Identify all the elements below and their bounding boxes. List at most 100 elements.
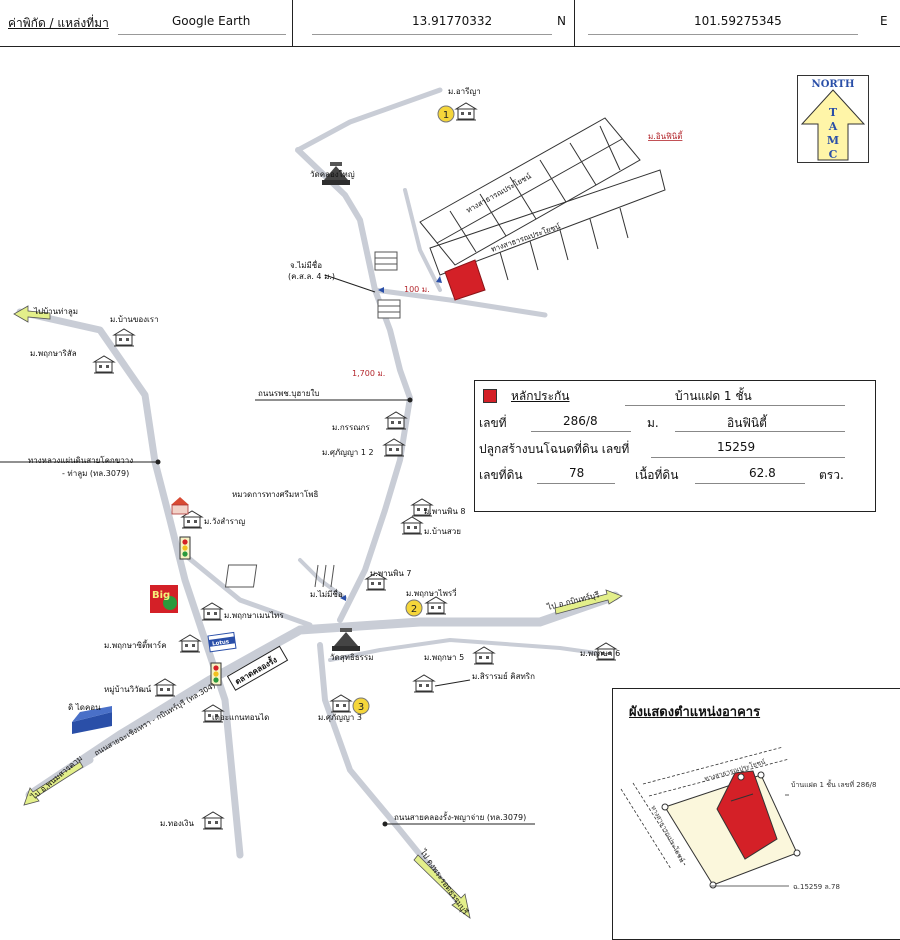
road-small-1 xyxy=(298,558,347,600)
info-underline xyxy=(625,405,845,406)
info-no-label: เลขที่ xyxy=(479,416,507,430)
collateral-info-box: หลักประกัน บ้านแฝด 1 ชั้น เลขที่ 286/8 ม… xyxy=(474,380,876,512)
label-home-pro: ดิ ไดคอน xyxy=(68,703,101,712)
label-m-village-wiwat: หมู่บ้านวิวัฒน์ xyxy=(104,684,152,695)
house-icon xyxy=(202,811,224,830)
inset-house-label: บ้านแฝด 1 ชั้น เลขที่ 286/8 xyxy=(791,778,876,789)
header-lat-dir: N xyxy=(557,14,566,28)
marker-1: 1 xyxy=(437,105,455,123)
road-hwy-connector xyxy=(182,552,313,628)
info-deed-value: 15259 xyxy=(717,440,756,454)
header-underline xyxy=(118,34,286,35)
info-area-value: 62.8 xyxy=(749,466,776,480)
label-hwy-3079: ทางหลวงแผ่นดินสายโคกขวาง xyxy=(28,455,133,465)
traffic-light-icon xyxy=(179,536,191,560)
north-compass: NORTH T A M C xyxy=(797,75,869,163)
inset-deed-label: ฉ.15259 ล.78 xyxy=(793,883,840,891)
compass-letter: T xyxy=(829,106,838,119)
marker-3-number: 3 xyxy=(358,702,364,713)
big-c-text: Big xyxy=(152,590,170,601)
header-underline xyxy=(312,34,552,35)
collateral-swatch xyxy=(483,389,497,403)
house-icon xyxy=(201,602,223,621)
label-m-ban-khong-rao: ม.บ้านของเรา xyxy=(110,315,159,324)
label-m-pruksa-ri: ม.พฤกษาริสัล xyxy=(30,349,77,358)
header-lon-dir: E xyxy=(880,14,888,28)
label-hwy-3079-sub: - ท่าลูม (ทล.3079) xyxy=(62,469,129,479)
road-main-304 xyxy=(25,591,620,800)
house-icon xyxy=(330,694,352,713)
label-m-thong-ngern: ม.ทองเงิน xyxy=(160,819,194,828)
info-title: หลักประกัน xyxy=(511,389,570,403)
label-to-ban-tha-lum: ไปบ้านท่าลูม xyxy=(33,307,78,317)
info-underline xyxy=(695,483,805,484)
collateral-plot xyxy=(444,259,486,301)
label-m-sirarom: ม.สิรารมย์ คิสทริก xyxy=(472,671,535,681)
header-cell-source: ค่าพิกัด / แหล่งที่มา Google Earth xyxy=(0,0,293,46)
north-arrow-icon: NORTH T A M C xyxy=(800,79,866,161)
label-m-wang-samran: ม.วังสำราญ xyxy=(204,517,245,526)
road-klong-rang xyxy=(317,642,468,913)
road-north-south xyxy=(295,147,413,623)
label-m-pruksa-6: ม.พฤกษา 6 xyxy=(580,649,620,658)
house-icon xyxy=(154,678,176,697)
label-m-suphanya-12: ม.ศุภัญญา 1 2 xyxy=(322,448,374,457)
label-junction: จ.ไม่มีชื่อ xyxy=(290,259,322,270)
road-left-highway xyxy=(16,308,244,859)
label-to-chachoengsao: ไป อ.พนมสารคาม xyxy=(29,754,84,803)
label-junction-sub: (ค.ส.ล. 4 ม.) xyxy=(288,272,335,281)
info-type: บ้านแฝด 1 ชั้น xyxy=(675,389,752,403)
road-klong-rang-branch xyxy=(328,638,612,662)
compass-letter: A xyxy=(828,120,838,133)
info-underline xyxy=(531,431,631,432)
house-icon xyxy=(413,674,435,693)
label-m-pruksa-5: ม.พฤกษา 5 xyxy=(424,653,464,662)
lotus-text: Lotus xyxy=(212,639,230,647)
compass-north-text: NORTH xyxy=(812,79,855,90)
village-blocks xyxy=(419,117,666,291)
big-c-logo: Big xyxy=(150,585,178,613)
label-road-klong-rang: ถนนสายคลองรั้ง-พญาจ่าย (ทล.3079) xyxy=(394,811,526,822)
house-icon xyxy=(179,634,201,653)
info-land-value: 78 xyxy=(569,466,585,480)
label-the-green: เดอะแกนทอนได xyxy=(212,713,269,722)
info-underline xyxy=(675,431,845,432)
house-icon xyxy=(425,596,447,615)
inset-plan-drawing: ทางสาธารณประโยชน์ ทางสาธารณประโยชน์ บ้าน… xyxy=(620,746,876,891)
label-m-no-name: ม.ไม่มีชื่อ xyxy=(310,588,343,599)
label-m-pruksa-city: ม.พฤกษาซิตี้พาร์ค xyxy=(104,639,167,650)
label-m-areeya: ม.อารีญา xyxy=(448,87,481,96)
header-cell-lon: 101.59275345 E xyxy=(574,0,900,46)
label-to-prachin: ไป ดงพระรอดธรรมบุรี xyxy=(418,847,471,917)
house-icon xyxy=(93,355,115,374)
markers: 1 2 3 xyxy=(352,105,455,715)
marker-3: 3 xyxy=(352,697,370,715)
label-m-ban-suay: ม.บ้านสวย xyxy=(424,527,461,536)
roads xyxy=(16,87,620,913)
info-no-value: 286/8 xyxy=(563,414,598,428)
header-lat: 13.91770332 xyxy=(412,14,493,28)
info-land-label: เลขที่ดิน xyxy=(479,468,523,482)
label-road-hospital: ถนนรพช.บุฮายใบ xyxy=(258,389,319,398)
compass-letter: M xyxy=(827,134,839,147)
house-icon xyxy=(473,646,495,665)
header-source: Google Earth xyxy=(172,14,251,28)
info-underline xyxy=(537,483,615,484)
header-cell-lat: 13.91770332 N xyxy=(292,0,575,46)
header-underline xyxy=(588,34,858,35)
info-area-unit: ตรว. xyxy=(819,468,844,482)
label-dist-1700: 1,700 ม. xyxy=(352,369,385,378)
house-icon xyxy=(455,102,477,121)
government-office-icon xyxy=(171,497,189,515)
label-highway-dept: หมวดการทางศรีมหาโพธิ xyxy=(232,489,319,499)
striped-blocks xyxy=(224,251,401,588)
location-map: 1 2 3 xyxy=(0,87,684,919)
blue-arrows xyxy=(340,276,442,601)
label-m-suphanya-3: ม.ศุภัญญา 3 xyxy=(318,713,362,722)
label-m-pruksa-prai: ม.พฤกษาไพรวี่ xyxy=(406,587,457,598)
label-m-phanphin-7: ม.พานพิน 7 xyxy=(370,569,411,578)
label-m-infinity: ม.อินฟินิตี้ xyxy=(648,130,684,141)
road-to-village xyxy=(372,287,548,318)
traffic-light-icon xyxy=(210,662,222,686)
label-m-kan-ya: ม.กรรณกร xyxy=(332,423,371,432)
